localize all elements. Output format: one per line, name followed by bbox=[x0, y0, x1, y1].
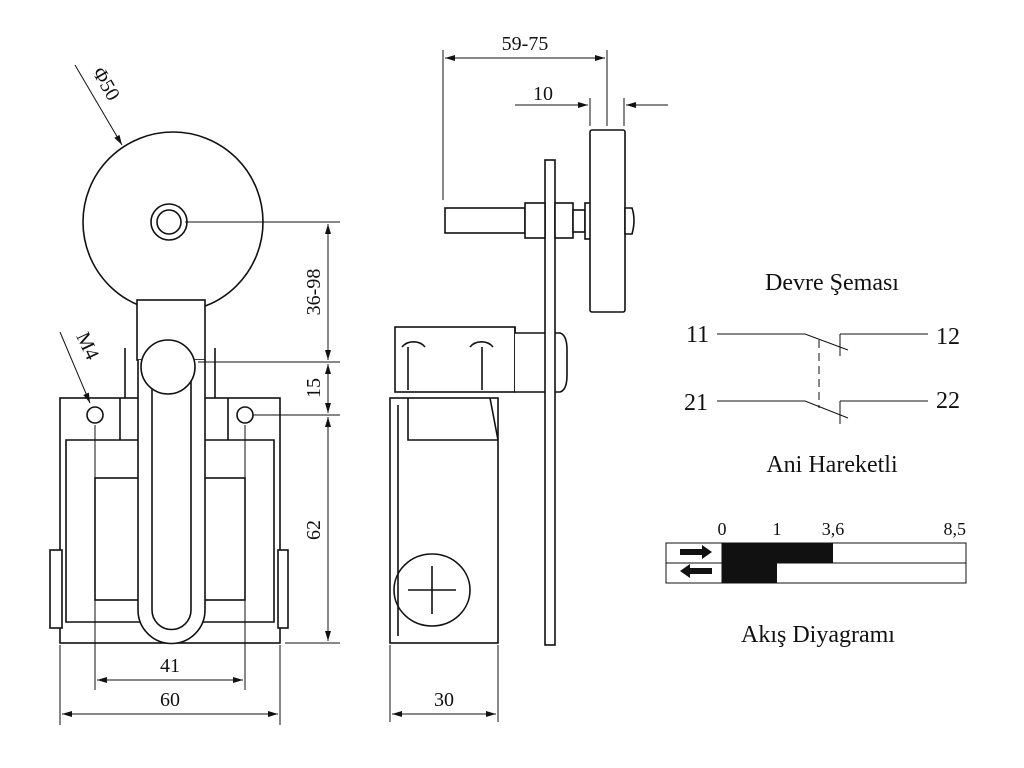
tick-label: 8,5 bbox=[944, 519, 967, 539]
side-body bbox=[389, 397, 499, 644]
shaft bbox=[444, 207, 526, 234]
dim-roller-width: 10 bbox=[533, 83, 553, 105]
dim-lever-offset: 15 bbox=[303, 378, 325, 398]
tick-label: 1 bbox=[773, 519, 782, 539]
terminal-22: 22 bbox=[936, 388, 960, 414]
flow-diagram: 0 1 3,6 8,5 Akış Diyagramı bbox=[665, 519, 967, 648]
side-roller bbox=[589, 129, 626, 313]
actuator-guides bbox=[119, 348, 229, 440]
dim-height-adjust: 36-98 bbox=[303, 269, 325, 316]
arrow-right-icon bbox=[680, 545, 712, 559]
mount-hole-left bbox=[86, 406, 104, 424]
dim-diameter: Φ50 bbox=[88, 64, 124, 105]
contact-nc-1 bbox=[717, 333, 928, 356]
dim-body-width: 60 bbox=[160, 689, 180, 711]
flow-bar-forward bbox=[722, 543, 833, 563]
terminal-21: 21 bbox=[684, 390, 708, 416]
head bbox=[394, 326, 516, 393]
circuit-subtitle: Ani Hareketli bbox=[766, 452, 898, 478]
terminal-11: 11 bbox=[686, 322, 709, 348]
arrow-left-icon bbox=[680, 564, 712, 578]
circuit-diagram: Devre Şeması 11 12 21 22 Ani Hareketli bbox=[684, 270, 960, 478]
dim-body-height: 62 bbox=[303, 520, 325, 540]
dim-hole-spacing: 41 bbox=[160, 655, 180, 677]
tick-label: 0 bbox=[718, 519, 727, 539]
tick-label: 3,6 bbox=[822, 519, 845, 539]
lever-loop bbox=[137, 360, 206, 645]
mount-hole-right bbox=[236, 406, 254, 424]
dim-reach: 59-75 bbox=[502, 33, 549, 55]
actuator-pivot bbox=[140, 339, 196, 395]
lever-plate bbox=[544, 159, 556, 646]
dim-body-depth: 30 bbox=[434, 689, 454, 711]
contact-nc-2 bbox=[717, 400, 928, 424]
flow-title: Akış Diyagramı bbox=[741, 622, 895, 648]
flow-bar-return bbox=[722, 563, 777, 583]
dim-thread: M4 bbox=[71, 329, 103, 363]
roller-bore bbox=[156, 209, 182, 235]
side-bump-right bbox=[277, 549, 289, 629]
terminal-12: 12 bbox=[936, 324, 960, 350]
side-view: 59-75 10 30 bbox=[389, 33, 668, 722]
side-bump-left bbox=[49, 549, 63, 629]
circuit-title: Devre Şeması bbox=[765, 270, 899, 296]
cover-screw-icon bbox=[393, 553, 471, 627]
front-view: Φ50 M4 36-98 15 62 41 60 bbox=[49, 64, 340, 725]
